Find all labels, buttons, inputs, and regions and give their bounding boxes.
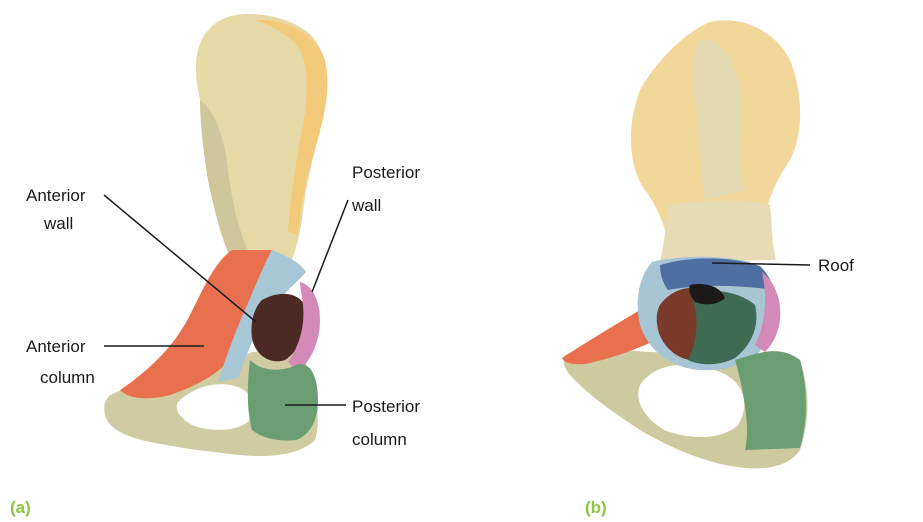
label-posterior-column-line1: Posterior — [352, 397, 420, 417]
leader-posterior-wall — [312, 200, 348, 292]
panel-b-neck — [660, 200, 776, 262]
label-posterior-wall-line2: wall — [352, 196, 381, 216]
label-roof: Roof — [818, 256, 854, 276]
caption-panel-a: (a) — [10, 498, 31, 518]
label-anterior-column-line2: column — [40, 368, 95, 388]
panel-a-posterior-column — [248, 360, 318, 441]
panel-a-illustration — [104, 14, 348, 456]
label-posterior-column-line2: column — [352, 430, 407, 450]
label-anterior-wall-line1: Anterior — [26, 186, 86, 206]
panel-b-illustration — [562, 20, 810, 468]
label-anterior-column-line1: Anterior — [26, 337, 86, 357]
label-anterior-wall-line2: wall — [44, 214, 73, 234]
label-posterior-wall-line1: Posterior — [352, 163, 420, 183]
caption-panel-b: (b) — [585, 498, 607, 518]
